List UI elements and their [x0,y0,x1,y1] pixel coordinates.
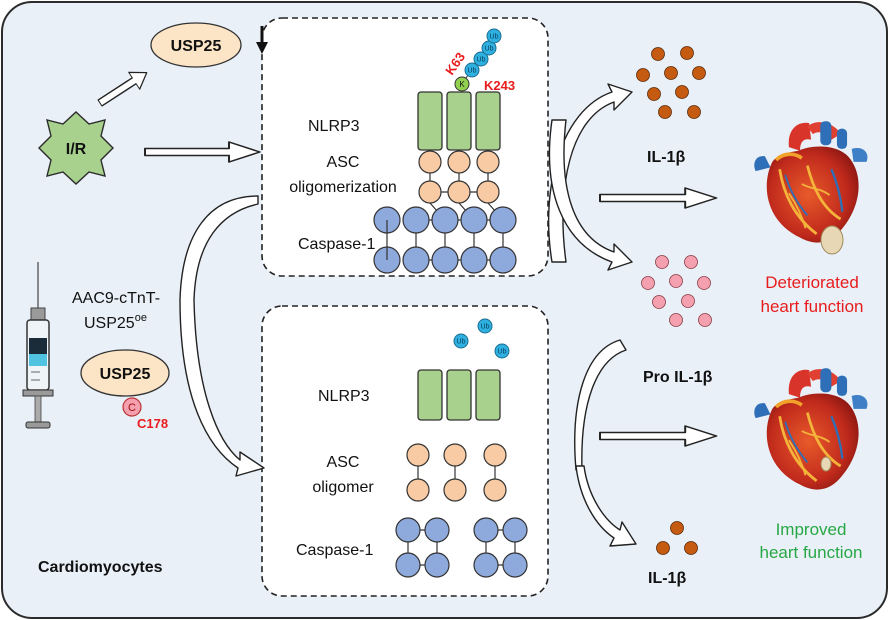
improved-heart-icon [754,368,867,489]
bottom-asc-label-2: oligomer [312,479,374,496]
cysteine-circle [122,397,142,417]
deteriorated-label-1: Deteriorated [765,273,859,292]
bottom-caspase-node [424,552,450,578]
k63-ubiquitin-chain: K Ub Ub Ub Ub [454,28,502,92]
usp25-top-oval [150,22,242,68]
free-ub-circle [477,318,493,334]
ir-star-icon [38,111,114,185]
usp25-top-label: USP25 [171,38,222,55]
region-label: Cardiomyocytes [38,559,163,576]
bottom-asc-node [483,443,507,467]
bottom-nlrp3-block [475,369,501,421]
k-lysine-label: K [459,80,465,89]
bottom-caspase-node [473,552,499,578]
ub-label: Ub [477,57,486,64]
bottom-caspase-node [502,552,528,578]
usp25-bottom-oval [80,349,170,397]
bottom-nlrp3-label: NLRP3 [318,388,370,405]
bottom-asc-label-1: ASC [327,454,360,471]
cysteine-label: C [128,402,136,414]
ir-label: I/R [66,141,87,158]
bottom-asc-node [483,478,507,502]
deteriorated-heart-icon [754,121,867,255]
downregulation-arrow-icon [256,26,268,54]
bottom-asc-node [443,443,467,467]
top-caspase-node [431,206,459,234]
top-to-pro-il1b-curved-arrow [548,119,633,271]
k-lysine-circle [454,76,470,92]
bottom-asc-node [406,478,430,502]
improved-label-2: heart function [759,543,862,562]
ub-circle [464,62,480,78]
pro-il1b-label: Pro IL-1β [643,369,713,386]
il1b-bottom-dots [656,521,698,555]
top-asc-node [447,180,471,204]
bottom-caspase-node [502,517,528,543]
treatment-curved-arrow [179,195,265,477]
usp25-bottom-label: USP25 [100,366,151,383]
top-asc-label-1: ASC [327,154,360,171]
ub-label: Ub [457,339,466,346]
ub-label: Ub [485,46,494,53]
top-caspase-node [460,206,488,234]
top-nlrp3-label: NLRP3 [308,118,360,135]
bottom-to-il1b-curved-arrow [575,465,637,547]
pro-il1b-dots [641,255,712,327]
bottom-caspase-node [395,517,421,543]
ub-circle [486,28,502,44]
bottom-caspase-node [395,552,421,578]
injection-label-sup: oe [135,312,147,324]
top-asc-node [476,150,500,174]
bottom-asc-node [406,443,430,467]
ub-label: Ub [481,324,490,331]
top-nlrp3-block [446,91,472,151]
top-inflammasome-complex [373,91,517,274]
ub-circle [473,51,489,67]
bottom-inflammasome-parts: Ub Ub Ub [395,318,528,578]
injection-label-line1: AAC9-cTnT- [72,290,160,307]
top-caspase-node [431,246,459,274]
top-asc-label-2: oligomerization [289,179,397,196]
il1b-top-dots [636,46,706,119]
free-ub-circle [494,343,510,359]
top-asc-node [418,180,442,204]
bottom-nlrp3-block [446,369,472,421]
top-caspase-node [402,246,430,274]
ub-label: Ub [490,34,499,41]
top-nlrp3-block [417,91,443,151]
free-ub-circle [453,333,469,349]
il1b-bottom-label: IL-1β [648,570,686,587]
improved-label-1: Improved [776,520,847,539]
il1b-top-label: IL-1β [647,149,685,166]
bottom-asc-node [443,478,467,502]
top-asc-node [476,180,500,204]
top-asc-node [418,150,442,174]
injection-label-line2: USP25oe [84,312,147,332]
top-caspase-node [402,206,430,234]
bottom-nlrp3-block [417,369,443,421]
bottom-caspase-label: Caspase-1 [296,542,373,559]
top-caspase-node [489,206,517,234]
ub-label: Ub [498,349,507,356]
top-caspase-node [489,246,517,274]
ub-label: Ub [468,68,477,75]
top-caspase-node [460,246,488,274]
bottom-caspase-node [473,517,499,543]
k243-label: K243 [484,78,515,93]
top-nlrp3-block [475,91,501,151]
syringe-icon [22,262,54,429]
deteriorated-label-2: heart function [760,297,863,316]
c178-label: C178 [137,416,168,431]
top-asc-node [447,150,471,174]
top-caspase-label: Caspase-1 [298,236,375,253]
bottom-caspase-node [424,517,450,543]
